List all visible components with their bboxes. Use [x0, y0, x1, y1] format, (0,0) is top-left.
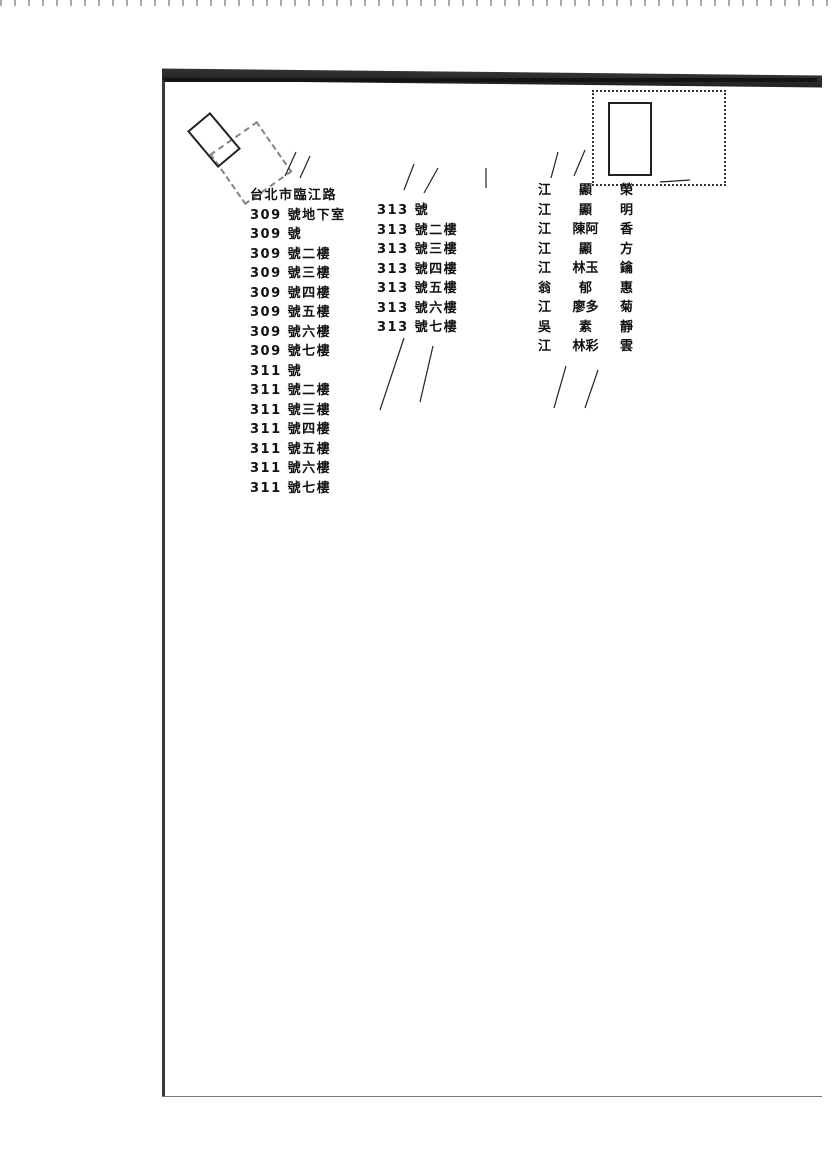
scan-border-noise: [0, 0, 832, 6]
name-part: 江: [538, 222, 552, 237]
name-part: 顯: [578, 241, 592, 257]
address-row: 311 號五樓: [250, 441, 332, 457]
address-row: 313 號七樓: [377, 320, 459, 335]
owner-name-row: 江 顯 榮: [538, 181, 633, 201]
dash-mark: [659, 179, 691, 183]
official-seal: [592, 90, 726, 186]
address-row: 309 號五樓: [250, 305, 332, 320]
address-row: 313 號二樓: [377, 222, 459, 238]
address-row: 309 號地下室: [250, 207, 346, 223]
name-part: 吳: [538, 319, 552, 335]
left-address-column: 台北市臨江路 309 號地下室 309 號 309 號二樓 309 號三樓 30…: [250, 186, 346, 498]
owner-name-row: 江 林玉 鑰: [538, 259, 633, 279]
address-row: 311 號二樓: [250, 383, 332, 398]
name-part: 廖多: [572, 300, 599, 315]
name-part: 雲: [619, 339, 633, 354]
tick-mark: [573, 149, 586, 177]
name-part: 林玉: [572, 261, 599, 276]
owner-name-row: 江 林彩 雲: [538, 337, 633, 357]
address-row: 313 號三樓: [377, 242, 459, 257]
name-part: 靜: [619, 319, 633, 335]
address-row: 313 號四樓: [377, 261, 459, 277]
tick-mark: [379, 337, 405, 411]
address-row: 311 號: [250, 363, 303, 379]
name-part: 方: [619, 241, 633, 257]
address-row: 311 號三樓: [250, 402, 332, 418]
name-part: 明: [619, 202, 633, 218]
address-header: 台北市臨江路: [250, 188, 338, 203]
owner-name-row: 江 陳阿 香: [538, 220, 633, 240]
address-row: 313 號: [377, 203, 430, 218]
name-part: 江: [538, 300, 552, 315]
tick-mark: [550, 151, 559, 179]
name-part: 江: [538, 202, 552, 218]
owner-name-row: 翁 郁 惠: [538, 279, 633, 299]
owner-name-row: 江 顯 明: [538, 201, 633, 221]
name-part: 郁: [578, 280, 592, 296]
owner-name-row: 江 廖多 菊: [538, 298, 633, 318]
name-part: 林彩: [572, 339, 599, 354]
name-part: 陳阿: [572, 222, 599, 237]
name-part: 翁: [538, 280, 552, 296]
name-part: 鑰: [619, 261, 633, 276]
tick-mark: [553, 365, 567, 409]
tick-mark: [299, 155, 311, 179]
address-row: 311 號七樓: [250, 480, 332, 496]
name-part: 惠: [619, 280, 633, 296]
tick-mark: [403, 163, 415, 191]
address-row: 309 號二樓: [250, 246, 332, 262]
name-part: 江: [538, 241, 552, 257]
address-row: 309 號六樓: [250, 324, 332, 340]
name-part: 菊: [619, 300, 633, 315]
document-sheet: [162, 78, 822, 1097]
address-row: 309 號: [250, 227, 303, 242]
owner-name-row: 江 顯 方: [538, 240, 633, 260]
owner-name-column: 江 顯 榮 江 顯 明 江 陳阿 香 江 顯 方 江 林玉 鑰 翁 郁 惠 江 …: [538, 181, 633, 357]
seal-box: [608, 102, 652, 176]
address-row: 313 號五樓: [377, 281, 459, 296]
name-part: 香: [619, 222, 633, 237]
name-part: 江: [538, 261, 552, 276]
address-row: 313 號六樓: [377, 300, 459, 316]
tick-mark: [419, 345, 434, 403]
owner-name-row: 吳 素 靜: [538, 318, 633, 338]
name-part: 顯: [578, 183, 592, 198]
name-part: 江: [538, 183, 552, 198]
address-row: 311 號四樓: [250, 422, 332, 437]
address-row: 309 號七樓: [250, 344, 332, 359]
tick-mark: [423, 167, 439, 194]
address-row: 311 號六樓: [250, 461, 332, 476]
name-part: 江: [538, 339, 552, 354]
tick-mark: [584, 369, 599, 409]
name-part: 顯: [578, 202, 592, 218]
name-part: 素: [578, 319, 592, 335]
address-row: 309 號四樓: [250, 285, 332, 301]
name-part: 榮: [619, 183, 633, 198]
middle-address-column: 313 號 313 號二樓 313 號三樓 313 號四樓 313 號五樓 31…: [377, 201, 458, 338]
tick-mark: [284, 151, 297, 177]
address-row: 309 號三樓: [250, 266, 332, 281]
